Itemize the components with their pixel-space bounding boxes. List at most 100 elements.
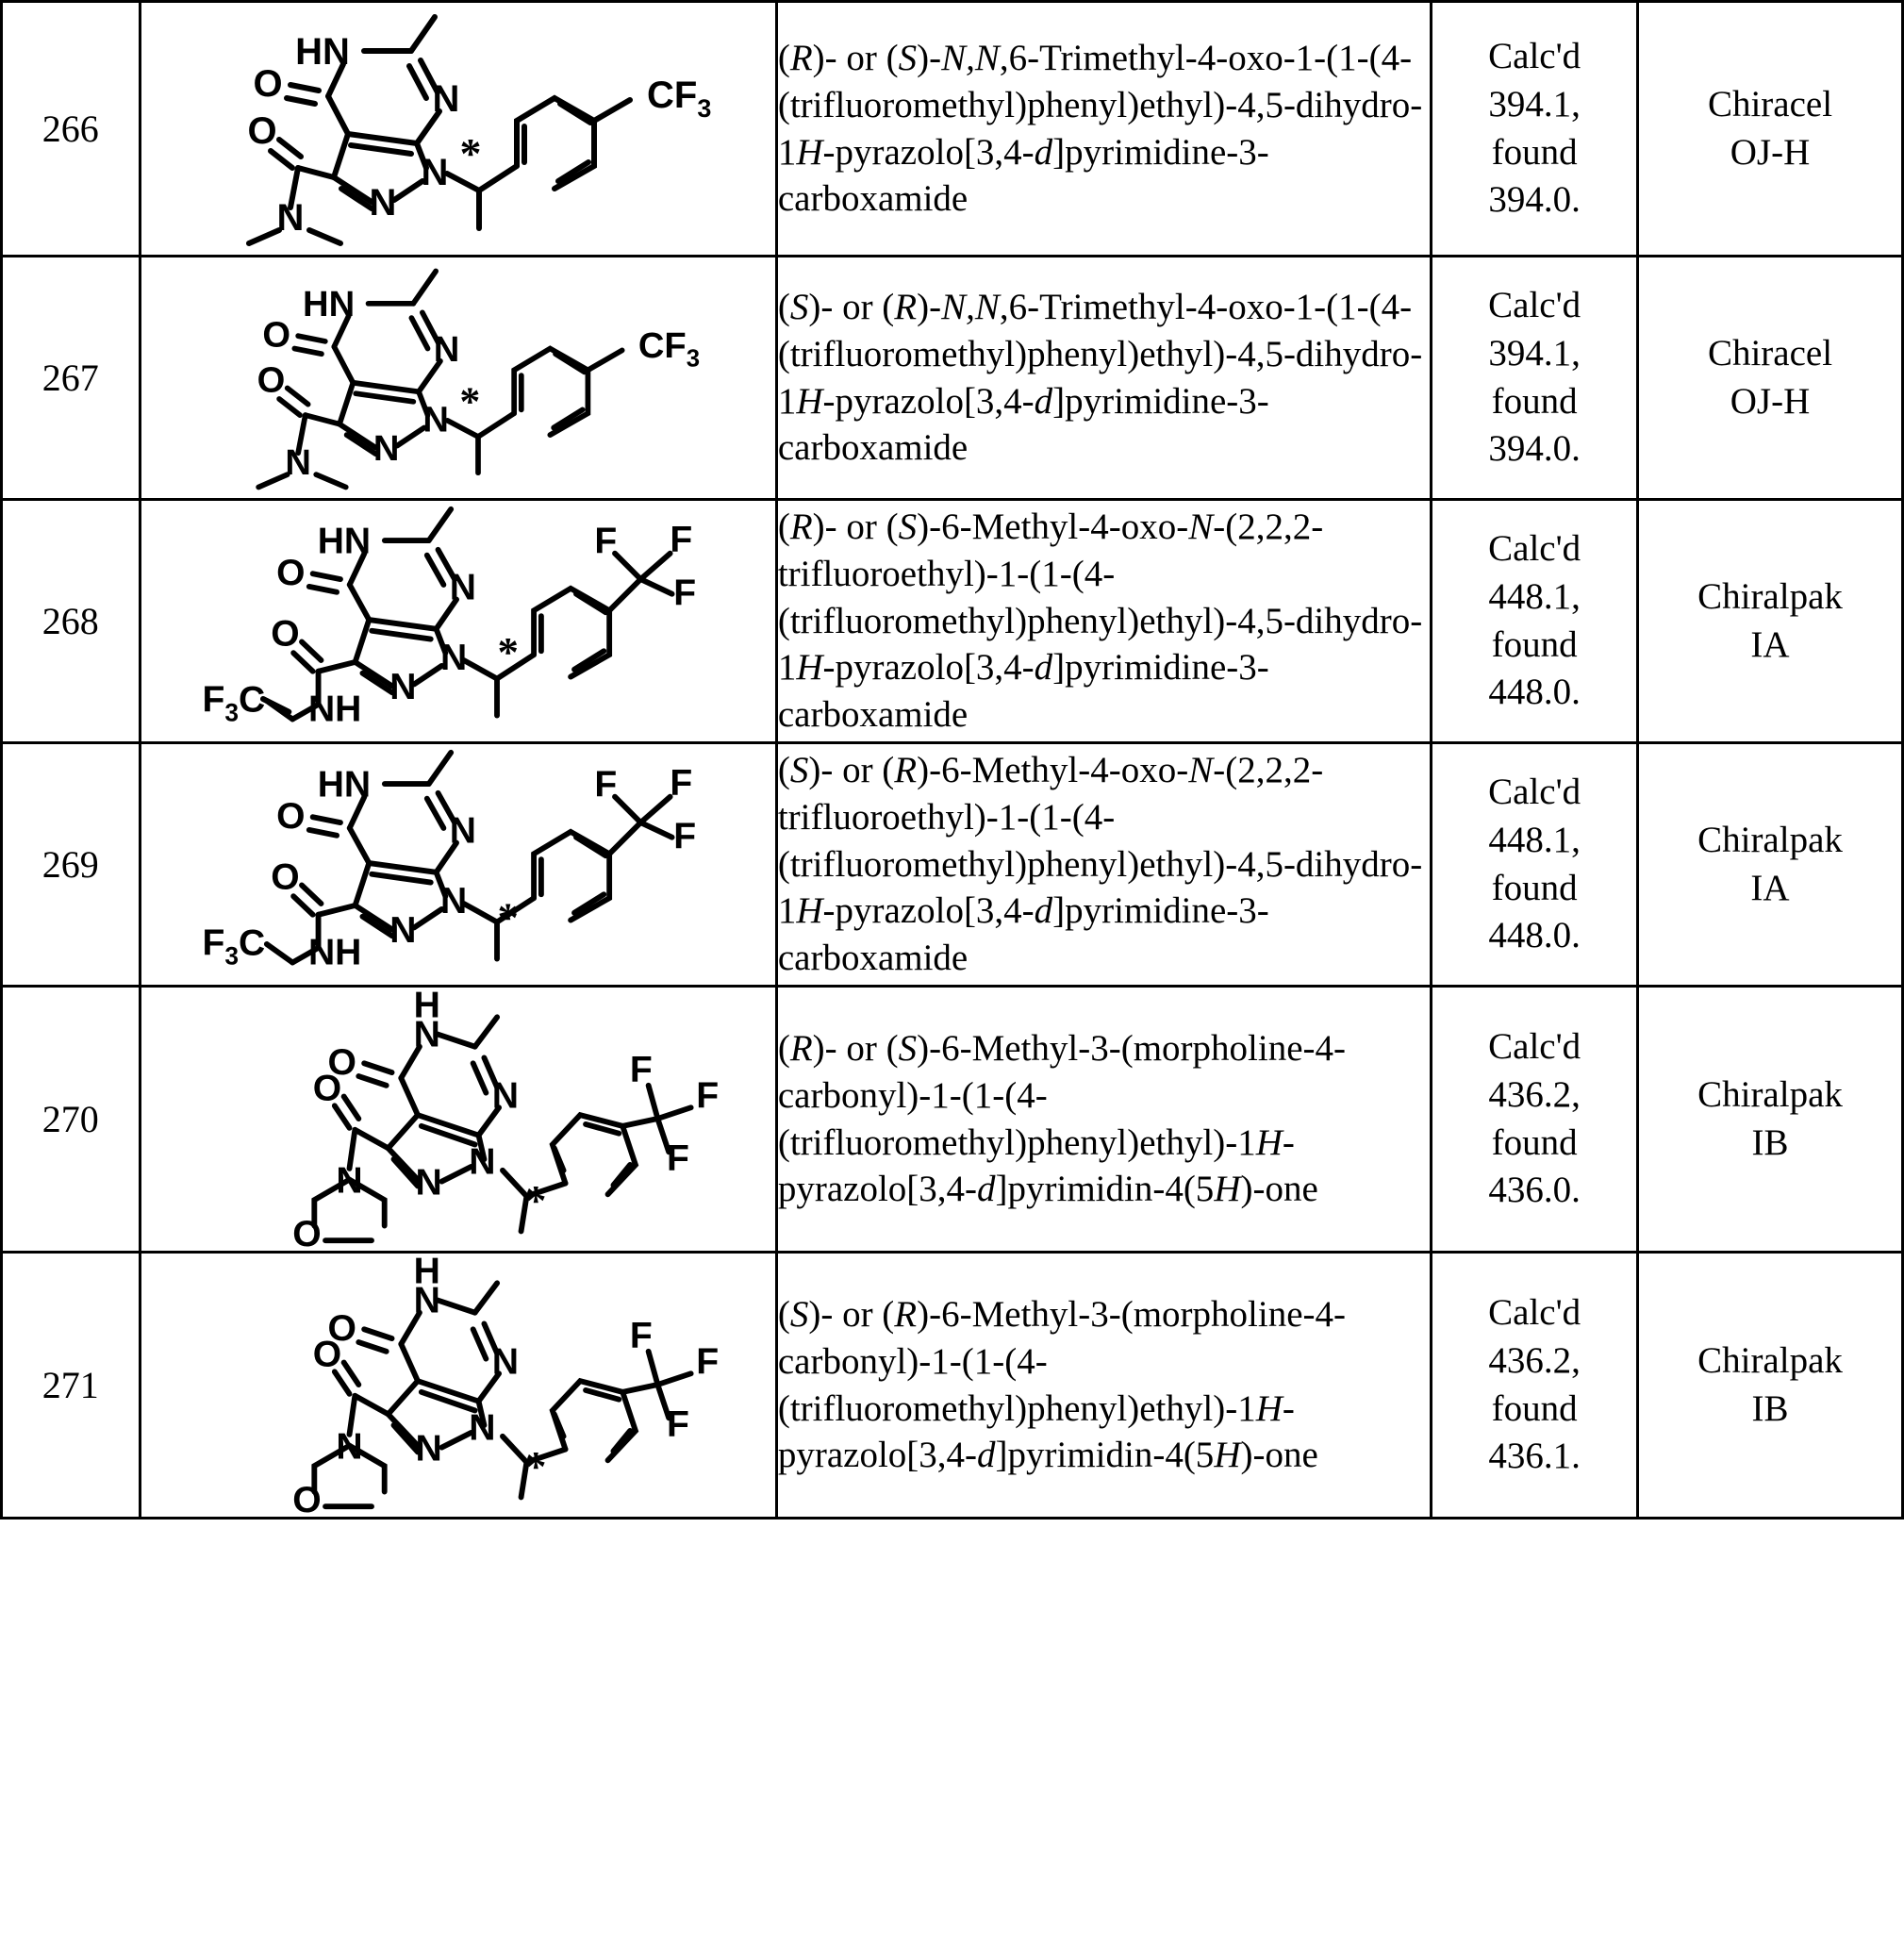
atom-label-o: O [327, 1308, 356, 1349]
chemical-structure-267: HN O N N N O N * CF3 [255, 268, 700, 490]
atom-label-f3c: F3C [202, 679, 265, 726]
chemical-structure-271: H N O N N N O N O * F F F [292, 1255, 719, 1516]
atom-label-n: N [421, 152, 448, 193]
atom-label-f: F [696, 1075, 719, 1116]
chemical-name: (R)- or (S)-6-Methyl-3-(morpholine-4-car… [777, 1027, 1346, 1210]
atom-label-n: N [413, 1014, 439, 1055]
structure-cell: HN O N N N O N * CF3 [138, 255, 778, 501]
table-row: 270 [0, 985, 1904, 1254]
atom-label-n: N [469, 1407, 495, 1448]
atom-label-f: F [667, 1403, 689, 1444]
compound-number: 266 [41, 107, 99, 150]
atom-label-f: F [594, 764, 617, 805]
atom-label-o: O [271, 856, 299, 897]
atom-label-nh: NH [308, 932, 361, 972]
atom-label-nh: NH [308, 689, 361, 729]
atom-label-n: N [276, 197, 304, 239]
chemical-name: (S)- or (R)-6-Methyl-3-(morpholine-4-car… [777, 1293, 1346, 1476]
atom-label-o: O [312, 1334, 340, 1374]
atom-label-o: O [253, 63, 282, 105]
atom-label-hn: HN [295, 31, 350, 73]
atom-label-n: N [415, 1162, 441, 1203]
chemical-structure-268: HN O N N N O NH F3C * F F F [202, 506, 696, 729]
atom-label-n: N [389, 910, 416, 951]
atom-label-n: N [373, 427, 400, 468]
table-row: 271 [0, 1251, 1904, 1520]
atom-label-n: N [469, 1141, 495, 1182]
chemical-name: (R)- or (S)-N,N,6-Trimethyl-4-oxo-1-(1-(… [777, 37, 1423, 220]
chemical-name-cell: (R)- or (S)-6-Methyl-4-oxo-N-(2,2,2-trif… [774, 498, 1433, 744]
atom-label-n: N [440, 637, 467, 677]
atom-label-n: N [440, 880, 467, 921]
stereocenter-marker: * [497, 627, 518, 674]
atom-label-f: F [630, 1049, 653, 1089]
chemical-name-cell: (S)- or (R)-6-Methyl-3-(morpholine-4-car… [774, 1251, 1433, 1520]
atom-label-h: H [413, 989, 439, 1025]
compound-number-cell: 267 [0, 255, 141, 501]
atom-label-n: N [449, 567, 475, 607]
compound-number-cell: 269 [0, 741, 141, 988]
atom-label-hn: HN [317, 521, 370, 561]
chemical-name-cell: (S)- or (R)-N,N,6-Trimethyl-4-oxo-1-(1-(… [774, 255, 1433, 501]
compound-number: 270 [41, 1097, 99, 1140]
atom-label-n: N [491, 1341, 518, 1382]
compound-number-cell: 266 [0, 0, 141, 257]
atom-label-f: F [670, 762, 692, 803]
table-row: 268 [0, 498, 1904, 744]
atom-label-n: N [336, 1160, 362, 1201]
structure-cell: HN O N N N O NH F3C * F F F [138, 498, 778, 744]
chemical-structure-269: HN O N N N O NH F3C * F F F [202, 749, 696, 972]
table-row: 269 [0, 741, 1904, 988]
atom-label-n: N [432, 78, 459, 120]
atom-label-f: F [673, 816, 696, 856]
compound-number: 268 [41, 599, 99, 642]
compound-number-cell: 271 [0, 1251, 141, 1520]
stereocenter-marker: * [459, 129, 481, 177]
atom-label-f: F [630, 1315, 653, 1355]
atom-label-n: N [369, 182, 396, 224]
atom-label-n: N [413, 1280, 439, 1320]
compound-number: 271 [41, 1363, 99, 1406]
structure-cell: H N O N N N O N O * F F F [138, 1251, 778, 1520]
chemical-structure-270: H N O N N N O N O * F F F [292, 989, 719, 1250]
chemical-name: (S)- or (R)-N,N,6-Trimethyl-4-oxo-1-(1-(… [777, 286, 1423, 469]
atom-label-n: N [389, 667, 416, 707]
stereocenter-marker: * [459, 379, 480, 424]
chemical-name-cell: (R)- or (S)-6-Methyl-3-(morpholine-4-car… [774, 985, 1433, 1254]
atom-label-n: N [422, 399, 449, 440]
atom-label-n: N [449, 810, 475, 851]
table-row: 267 [0, 255, 1904, 501]
chemical-name: (S)- or (R)-6-Methyl-4-oxo-N-(2,2,2-trif… [777, 749, 1423, 979]
atom-label-o: O [292, 1214, 321, 1250]
atom-label-n: N [491, 1075, 518, 1116]
table-row: 266 [0, 0, 1904, 257]
atom-label-o: O [292, 1480, 321, 1516]
chemical-structure-266: HN O N N N O N * CF3 [245, 13, 711, 246]
stereocenter-marker: * [525, 1442, 547, 1489]
chemical-name-cell: (R)- or (S)-N,N,6-Trimethyl-4-oxo-1-(1-(… [774, 0, 1433, 257]
structure-cell: H N O N N N O N O * F F F [138, 985, 778, 1254]
